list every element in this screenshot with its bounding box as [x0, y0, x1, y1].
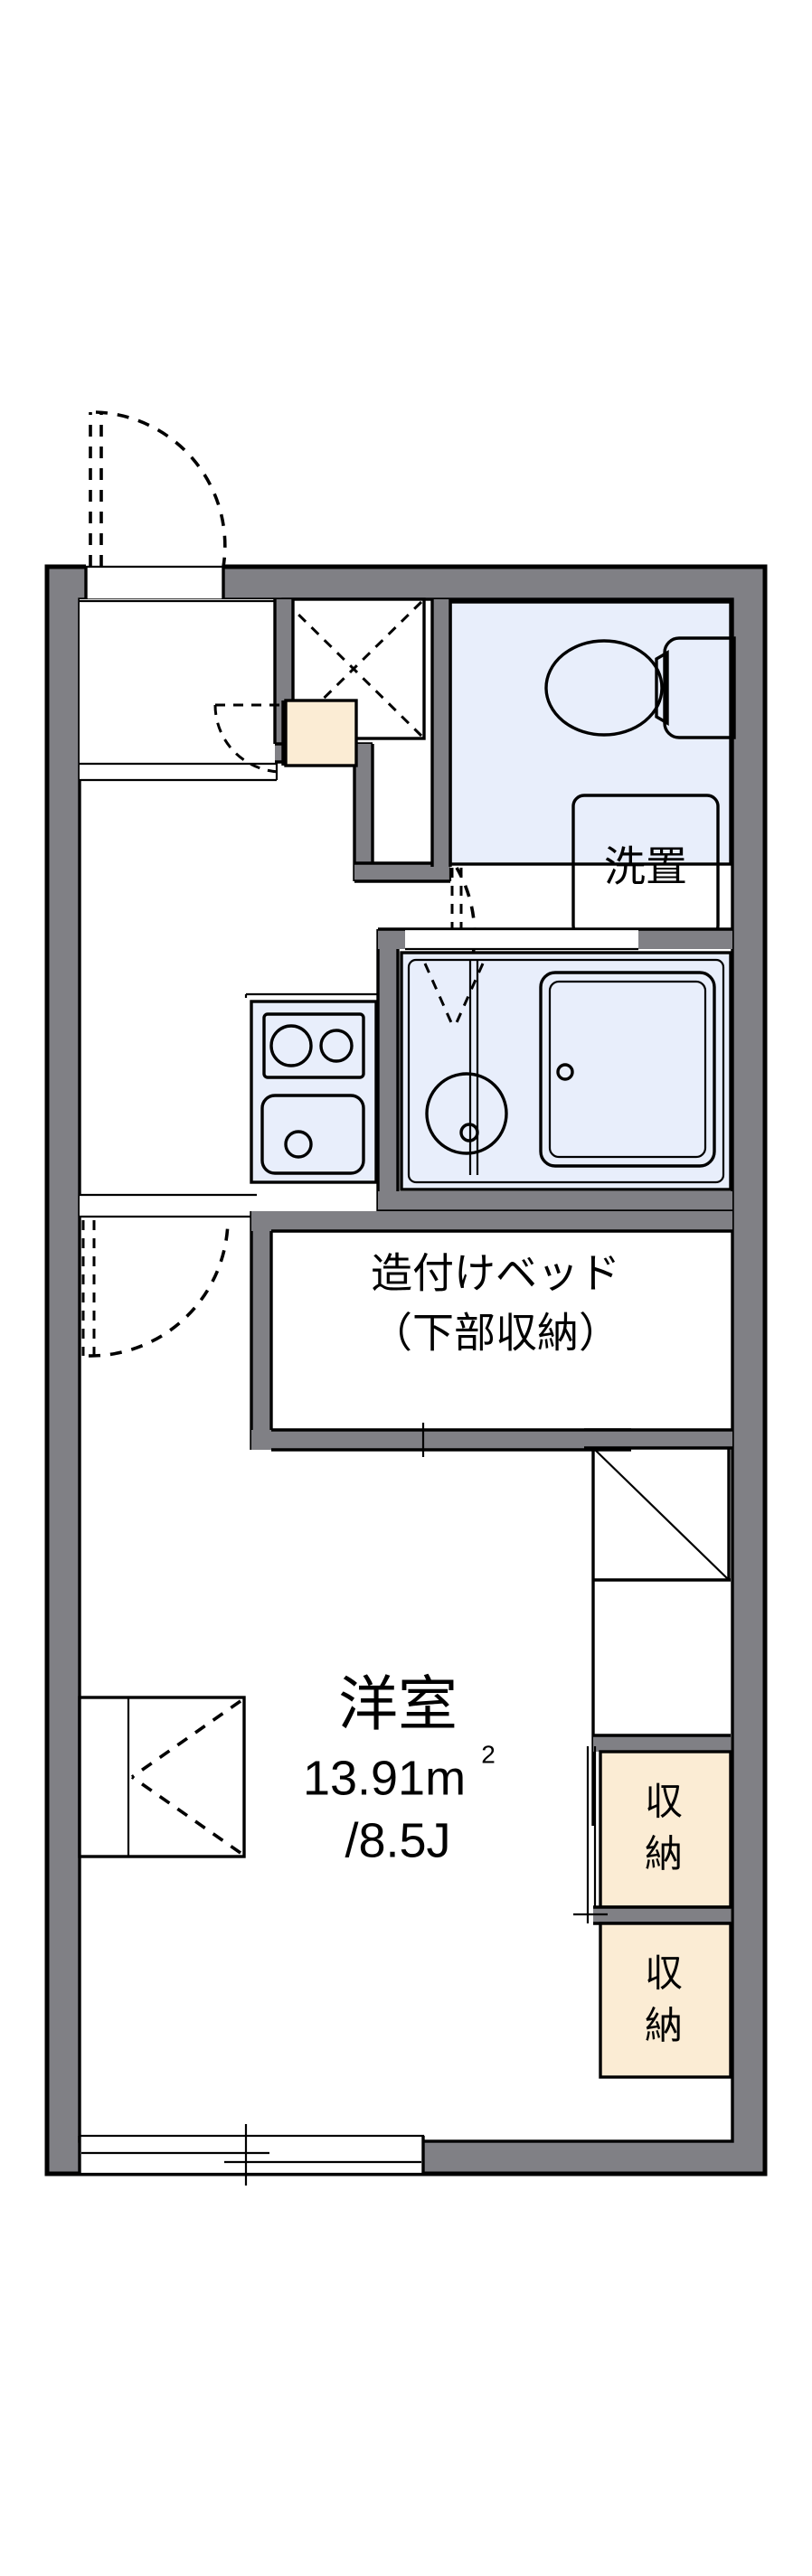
- washer-label: 洗置: [604, 842, 687, 891]
- closet-upper-label-2: 納: [645, 1832, 683, 1876]
- closet-lower: 収 納: [573, 1905, 732, 2079]
- kitchen-counter: [244, 992, 383, 1184]
- room-floor-edge: [78, 2136, 425, 2174]
- main-room-labels: 洋室 13.91m 2 /8.5J: [303, 1669, 496, 1867]
- toilet-bowl: [544, 636, 736, 739]
- closet-upper-label-1: 収: [645, 1780, 683, 1824]
- bathtub: [539, 971, 716, 1168]
- balcony-window[interactable]: [78, 2124, 425, 2186]
- entrance-hall: [80, 599, 279, 782]
- alcove-recess: [584, 1428, 732, 1826]
- toilet-room: [273, 599, 732, 883]
- main-room-area: 13.91m: [303, 1751, 466, 1805]
- built-in-bed-label: 造付けベッド: [371, 1249, 620, 1298]
- page-title: 洋室: [338, 1669, 458, 1739]
- wall-closet-left: [78, 1696, 246, 1858]
- unit-bath: [376, 927, 732, 1213]
- built-in-bed: 造付けベッド （下部収納）: [250, 1211, 732, 1457]
- kitchen-door[interactable]: [80, 1193, 257, 1358]
- closet-upper: 収 納: [586, 1734, 732, 1923]
- storage-box: [213, 699, 358, 774]
- closet-lower-label-2: 納: [645, 2004, 683, 2048]
- kitchen-sink: [260, 1094, 365, 1175]
- main-room-area-superscript: 2: [481, 1740, 496, 1768]
- gas-stove-two-burner: [262, 1012, 365, 1079]
- closet-lower-label-1: 収: [645, 1951, 683, 1996]
- built-in-bed-sublabel: （下部収納）: [371, 1309, 620, 1358]
- main-room-jo: /8.5J: [345, 1813, 450, 1867]
